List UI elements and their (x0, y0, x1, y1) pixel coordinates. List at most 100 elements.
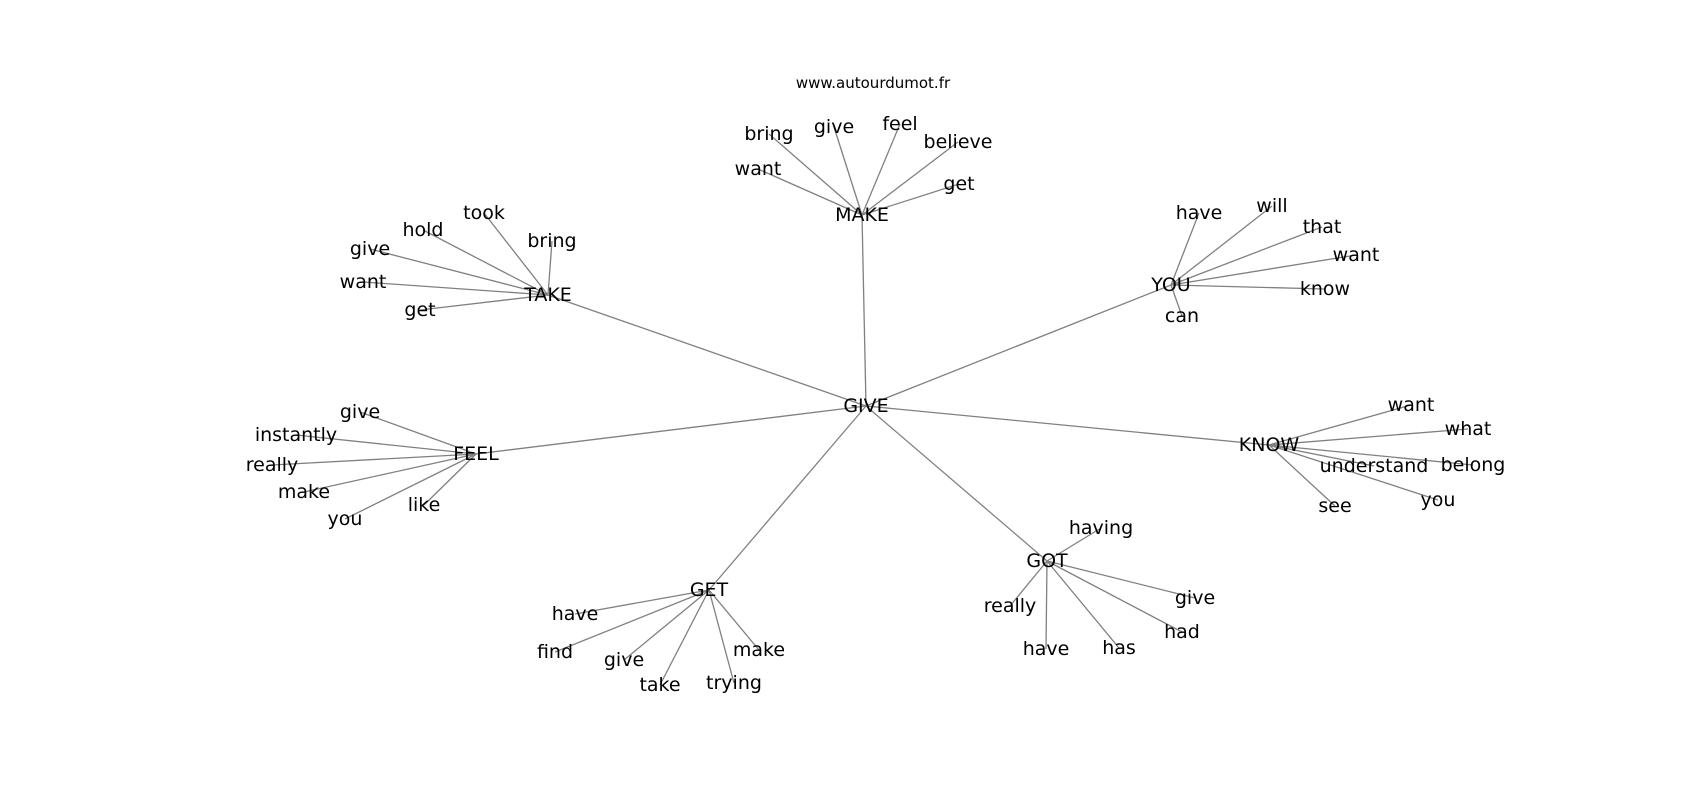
edge-make-believe (861, 141, 959, 216)
leaf-word: had (1164, 621, 1200, 643)
cluster-word-got: GOT (1026, 550, 1068, 572)
leaf-word: will (1256, 195, 1287, 217)
edge-center-make (861, 214, 867, 407)
leaf-word: see (1318, 495, 1351, 517)
edge-got-has (1046, 560, 1120, 649)
leaf-word: want (735, 158, 782, 180)
edges (271, 123, 1474, 686)
leaf-word: want (1333, 244, 1380, 266)
edge-got-give (1046, 560, 1196, 599)
leaf-word: can (1165, 305, 1199, 327)
cluster-word-take: TAKE (523, 284, 572, 306)
edge-feel-give (359, 411, 477, 455)
leaf-word: have (1023, 638, 1070, 660)
edge-got-had (1046, 560, 1183, 633)
edge-got-have (1045, 560, 1048, 650)
edge-you-will (1170, 205, 1273, 286)
leaf-word: like (408, 494, 441, 516)
edge-make-give (833, 126, 863, 216)
edge-get-trying (708, 589, 735, 684)
edge-make-bring (768, 133, 863, 216)
cluster-word-feel: FEEL (453, 443, 499, 465)
leaf-word: want (1388, 394, 1435, 416)
edge-know-what (1268, 428, 1469, 446)
edge-center-take (547, 294, 867, 407)
edge-got-really (1009, 560, 1048, 607)
leaf-word: took (463, 202, 505, 224)
leaf-word: give (814, 116, 854, 138)
leaf-word: what (1445, 418, 1492, 440)
edge-center-feel (475, 405, 867, 455)
edge-take-hold (422, 229, 549, 296)
leaf-word: instantly (255, 424, 337, 446)
leaf-word: hold (402, 219, 443, 241)
edge-you-that (1170, 226, 1323, 286)
edge-know-see (1268, 444, 1336, 507)
edge-center-get (708, 405, 867, 591)
leaf-word: belong (1441, 454, 1506, 476)
edge-center-you (865, 284, 1172, 407)
edge-take-took (483, 212, 549, 296)
leaf-word: feel (882, 113, 917, 135)
site-url: www.autourdumot.fr (796, 74, 951, 92)
edge-take-bring (547, 240, 553, 296)
leaf-word: give (340, 401, 380, 423)
edge-feel-make (303, 453, 477, 493)
edge-get-make (708, 589, 760, 651)
leaf-word: take (639, 674, 680, 696)
edge-center-got (865, 405, 1048, 562)
leaf-word: you (328, 508, 363, 530)
leaf-word: find (537, 641, 573, 663)
leaf-word: know (1300, 278, 1350, 300)
leaf-word: make (278, 481, 330, 503)
leaf-word: bring (527, 230, 576, 252)
leaf-word: bring (744, 123, 793, 145)
leaf-word: want (340, 271, 387, 293)
leaf-word: give (604, 649, 644, 671)
leaf-word: you (1421, 489, 1456, 511)
edge-make-feel (861, 123, 901, 216)
leaf-word: that (1303, 216, 1342, 238)
edge-take-want (362, 281, 549, 296)
edge-take-give (369, 248, 549, 296)
edge-you-have (1170, 212, 1200, 286)
leaf-word: get (404, 299, 435, 321)
edge-center-know (865, 405, 1270, 446)
cluster-word-know: KNOW (1239, 434, 1300, 456)
leaf-word: believe (924, 131, 993, 153)
edge-feel-you (344, 453, 477, 520)
edge-get-give (623, 589, 710, 661)
edge-make-want (757, 168, 863, 216)
edge-know-you (1268, 444, 1439, 501)
leaf-word: have (1176, 202, 1223, 224)
center-word: GIVE (843, 395, 888, 417)
edge-take-get (419, 294, 549, 311)
edge-make-get (861, 183, 960, 216)
leaf-word: really (246, 454, 299, 476)
edge-get-take (659, 589, 710, 686)
leaf-word: trying (706, 672, 762, 694)
edge-know-understand (1268, 444, 1375, 467)
leaf-word: make (733, 639, 785, 661)
edge-get-have (574, 589, 710, 615)
edge-know-belong (1268, 444, 1474, 466)
edge-feel-like (423, 453, 477, 506)
edge-get-find (554, 589, 710, 653)
edge-know-want (1268, 404, 1412, 446)
edge-got-having (1046, 527, 1102, 562)
edge-you-want (1170, 254, 1357, 286)
leaf-word: give (1175, 587, 1215, 609)
leaf-word: understand (1320, 455, 1429, 477)
leaf-word: give (350, 238, 390, 260)
edge-you-can (1170, 284, 1183, 317)
edge-feel-instantly (295, 434, 477, 455)
edge-you-know (1170, 284, 1326, 290)
leaf-word: having (1069, 517, 1133, 539)
cluster-word-make: MAKE (835, 204, 889, 226)
cluster-word-get: GET (690, 579, 729, 601)
leaf-word: really (984, 595, 1037, 617)
leaf-word: have (552, 603, 599, 625)
cluster-word-you: YOU (1150, 274, 1190, 296)
